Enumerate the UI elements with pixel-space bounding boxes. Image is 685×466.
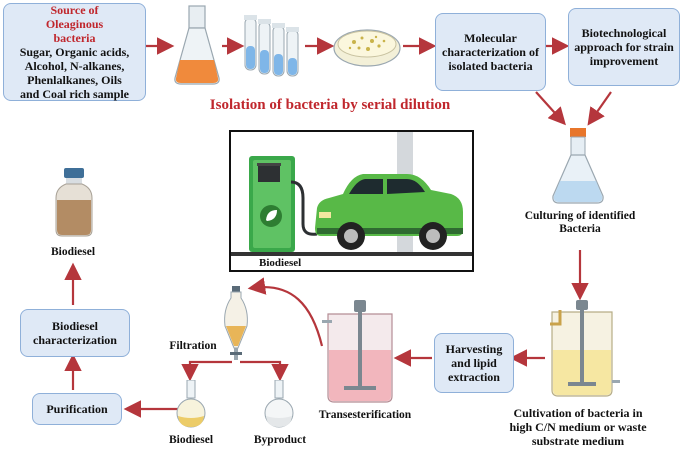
test-tubes-icon xyxy=(244,15,299,77)
byproduct-flask-icon xyxy=(264,380,294,428)
source-box: Source of Oleaginous bacteria Sugar, Org… xyxy=(3,3,146,101)
cultivation-label: Cultivation of bacteria in high C/N medi… xyxy=(509,406,647,448)
byproduct-label: Byproduct xyxy=(253,434,307,446)
source-line-1: Sugar, Organic acids, xyxy=(19,45,130,59)
arrow-molecular-to-flask xyxy=(535,91,566,126)
culturing-label: Culturing of identified Bacteria xyxy=(524,210,636,235)
ev-charging-car-illustration xyxy=(231,132,472,256)
isolation-caption: Isolation of bacteria by serial dilution xyxy=(209,97,451,113)
purification-box: Purification xyxy=(32,393,122,425)
transesterification-reactor-icon xyxy=(322,300,393,403)
cultivation-reactor-icon xyxy=(550,300,620,397)
source-line-4: and Coal rich sample xyxy=(19,87,129,101)
biodiesel-bottle-label: Biodiesel xyxy=(50,246,96,258)
source-line-3: Phenlalkanes, Oils xyxy=(27,73,122,87)
biotechnological-approach-text: Biotechnological approach for strain imp… xyxy=(574,26,674,68)
separatory-funnel-icon xyxy=(224,286,248,360)
petri-dish-icon xyxy=(333,29,401,67)
biodiesel-bottle-icon xyxy=(55,168,93,237)
biodiesel-characterization-text: Biodiesel characterization xyxy=(33,319,117,347)
biodiesel-flask-icon xyxy=(176,380,206,428)
center-image-caption: Biodiesel xyxy=(259,257,302,269)
filtration-label: Filtration xyxy=(169,340,217,352)
center-image-frame: Biodiesel xyxy=(229,130,474,272)
molecular-characterization-text: Molecular characterization of isolated b… xyxy=(442,31,539,73)
harvesting-lipid-extraction-text: Harvesting and lipid extraction xyxy=(445,342,503,384)
arrow-filtration-to-flask xyxy=(181,360,232,382)
harvesting-lipid-extraction-box: Harvesting and lipid extraction xyxy=(434,333,514,393)
arrow-biotech-to-flask xyxy=(587,91,612,126)
arrow-filtration-to-byproduct xyxy=(240,360,289,382)
source-box-title: Source of Oleaginous bacteria xyxy=(45,3,104,45)
biodiesel-flask-label: Biodiesel xyxy=(168,434,214,446)
conical-flask-icon xyxy=(174,5,220,85)
purification-text: Purification xyxy=(46,402,108,416)
molecular-characterization-box: Molecular characterization of isolated b… xyxy=(435,13,546,91)
biodiesel-characterization-box: Biodiesel characterization xyxy=(20,309,130,357)
source-line-2: Alcohol, N-alkanes, xyxy=(24,59,125,73)
transesterification-label: Transesterification xyxy=(318,409,412,421)
biotechnological-approach-box: Biotechnological approach for strain imp… xyxy=(568,8,680,86)
culture-flask-icon xyxy=(552,128,604,204)
arrow-trans-to-filtration xyxy=(247,277,324,347)
